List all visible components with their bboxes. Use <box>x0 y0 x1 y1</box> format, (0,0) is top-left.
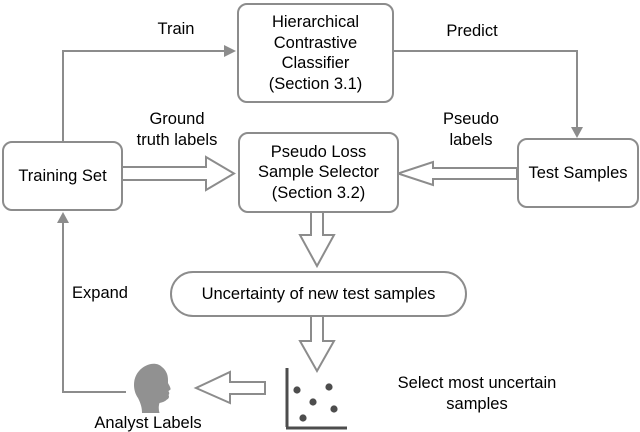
scatter-plot-icon <box>285 368 347 430</box>
uncertainty-to-scatter-hollow-arrow <box>298 315 336 374</box>
edge-label-pseudo: Pseudo labels <box>443 110 499 149</box>
ground-truth-hollow-arrow <box>121 155 236 192</box>
scatter-dots <box>293 383 338 422</box>
edge-label-expand: Expand <box>72 284 128 302</box>
node-training-set: Training Set <box>2 141 123 211</box>
node-label-line: (Section 3.2) <box>271 183 366 202</box>
edge-label-analyst: Analyst Labels <box>94 414 202 432</box>
pseudo-labels-hollow-arrow <box>394 160 518 187</box>
edge-label-train: Train <box>157 20 195 38</box>
edge-label-select: Select most uncertain samples <box>397 374 557 413</box>
node-label-line: Classifier <box>281 54 350 72</box>
node-label: Uncertainty of new test samples <box>201 284 436 303</box>
node-classifier: Hierarchical Contrastive Classifier (Sec… <box>237 3 394 103</box>
node-selector: Pseudo Loss Sample Selector (Section 3.2… <box>238 132 399 213</box>
scatter-to-analyst-hollow-arrow <box>193 370 266 405</box>
selector-to-uncertainty-hollow-arrow <box>298 211 336 269</box>
node-label-line: (Section 3.1) <box>268 74 363 93</box>
expand-arrow <box>57 212 126 393</box>
edge-label-predict: Predict <box>446 22 498 40</box>
analyst-head-icon <box>134 363 171 413</box>
node-label: Test Samples <box>528 163 628 182</box>
node-label-line: Hierarchical <box>271 13 360 31</box>
predict-arrow <box>393 50 583 138</box>
node-label-line: Contrastive <box>273 33 358 52</box>
node-test-samples: Test Samples <box>517 138 639 208</box>
node-label-line: Pseudo Loss <box>270 142 367 161</box>
train-arrow <box>62 45 236 141</box>
node-uncertainty: Uncertainty of new test samples <box>170 271 467 317</box>
node-label-line: Sample Selector <box>257 163 380 182</box>
edge-label-ground-truth: Ground truth labels <box>136 110 218 149</box>
node-label: Training Set <box>18 166 107 185</box>
